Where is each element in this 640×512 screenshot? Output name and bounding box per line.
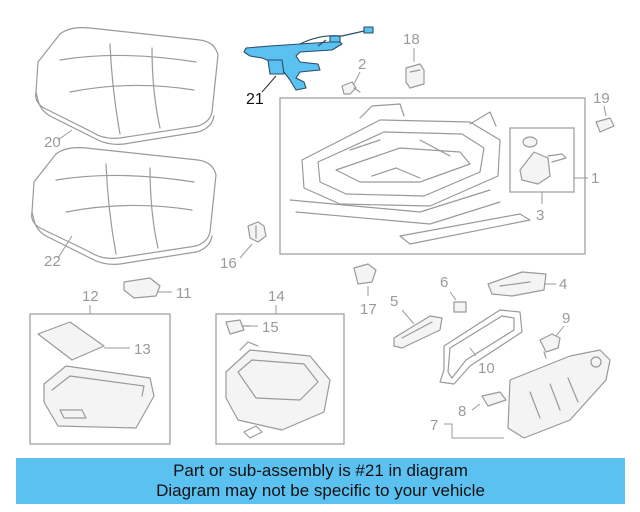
part-2-bolt[interactable] [341, 81, 361, 95]
callout-5: 5 [390, 293, 398, 310]
callout-6: 6 [440, 274, 448, 291]
part-21-wiring-harness[interactable] [243, 26, 374, 91]
callout-4: 4 [559, 276, 567, 293]
part-11-bracket[interactable] [123, 277, 161, 299]
part-4-lever[interactable] [487, 271, 547, 297]
part-15-bulb[interactable] [225, 319, 251, 335]
callout-11: 11 [176, 285, 192, 302]
callout-13: 13 [134, 341, 151, 358]
part-14-box [215, 313, 345, 445]
callout-20: 20 [44, 134, 61, 151]
callout-2: 2 [358, 56, 366, 73]
part-12-tray[interactable] [43, 365, 155, 429]
part-18-clip[interactable] [405, 63, 425, 89]
callout-3: 3 [536, 207, 544, 224]
callout-15: 15 [262, 319, 279, 336]
part-6-plate[interactable] [453, 301, 467, 313]
part-22-cushion-cover[interactable] [31, 147, 217, 265]
callout-8: 8 [458, 403, 466, 420]
callout-10: 10 [478, 360, 495, 377]
part-19-cap[interactable] [595, 117, 615, 133]
part-13-mat[interactable] [37, 321, 105, 361]
part-17-clip[interactable] [353, 263, 377, 285]
callout-7: 7 [430, 417, 438, 434]
info-banner: Part or sub-assembly is #21 in diagram D… [16, 458, 625, 504]
part-9-knob[interactable] [539, 333, 561, 359]
part-10-wire[interactable] [439, 309, 523, 385]
part-16-clip[interactable] [247, 221, 267, 243]
callout-12: 12 [82, 288, 99, 305]
part-8-clip[interactable] [481, 391, 507, 407]
callout-14: 14 [268, 288, 285, 305]
callout-22: 22 [44, 253, 61, 270]
callout-18: 18 [403, 31, 420, 48]
part-14-tray[interactable] [225, 341, 331, 439]
part-7-side-shield[interactable] [507, 349, 611, 439]
part-5-side-trim[interactable] [393, 315, 443, 349]
part-3-recliner[interactable] [519, 136, 567, 185]
callout-1: 1 [591, 170, 599, 187]
banner-line-1: Part or sub-assembly is #21 in diagram [173, 461, 468, 480]
callout-17: 17 [360, 301, 377, 318]
callout-9: 9 [562, 310, 570, 327]
part-20-cushion-pad[interactable] [35, 27, 219, 145]
callout-19: 19 [593, 90, 610, 107]
part-1-frame-box [279, 97, 586, 255]
callout-21: 21 [246, 91, 264, 108]
callout-16: 16 [220, 255, 237, 272]
banner-line-2: Diagram may not be specific to your vehi… [156, 481, 485, 500]
part-12-box [29, 313, 171, 445]
part-1-seat-frame[interactable] [289, 103, 531, 245]
